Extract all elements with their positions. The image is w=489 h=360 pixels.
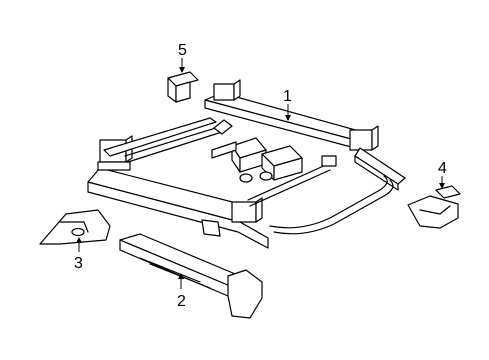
part-4-end-cover bbox=[407, 185, 461, 229]
part-3-side-shield bbox=[39, 209, 111, 245]
callout-3-number: 3 bbox=[74, 255, 83, 272]
part-5-clip bbox=[167, 71, 199, 103]
callout-4-number: 4 bbox=[438, 160, 447, 177]
callout-1: 1 bbox=[283, 88, 292, 121]
part-2-front-cover bbox=[119, 233, 263, 319]
callout-5-number: 5 bbox=[178, 42, 187, 59]
callout-5: 5 bbox=[178, 42, 187, 73]
callout-2: 2 bbox=[177, 273, 186, 310]
seat-track-frame bbox=[87, 79, 406, 249]
callout-2-number: 2 bbox=[177, 293, 186, 310]
callout-1-number: 1 bbox=[283, 88, 292, 105]
callout-3: 3 bbox=[74, 237, 83, 272]
callout-4: 4 bbox=[438, 160, 447, 189]
